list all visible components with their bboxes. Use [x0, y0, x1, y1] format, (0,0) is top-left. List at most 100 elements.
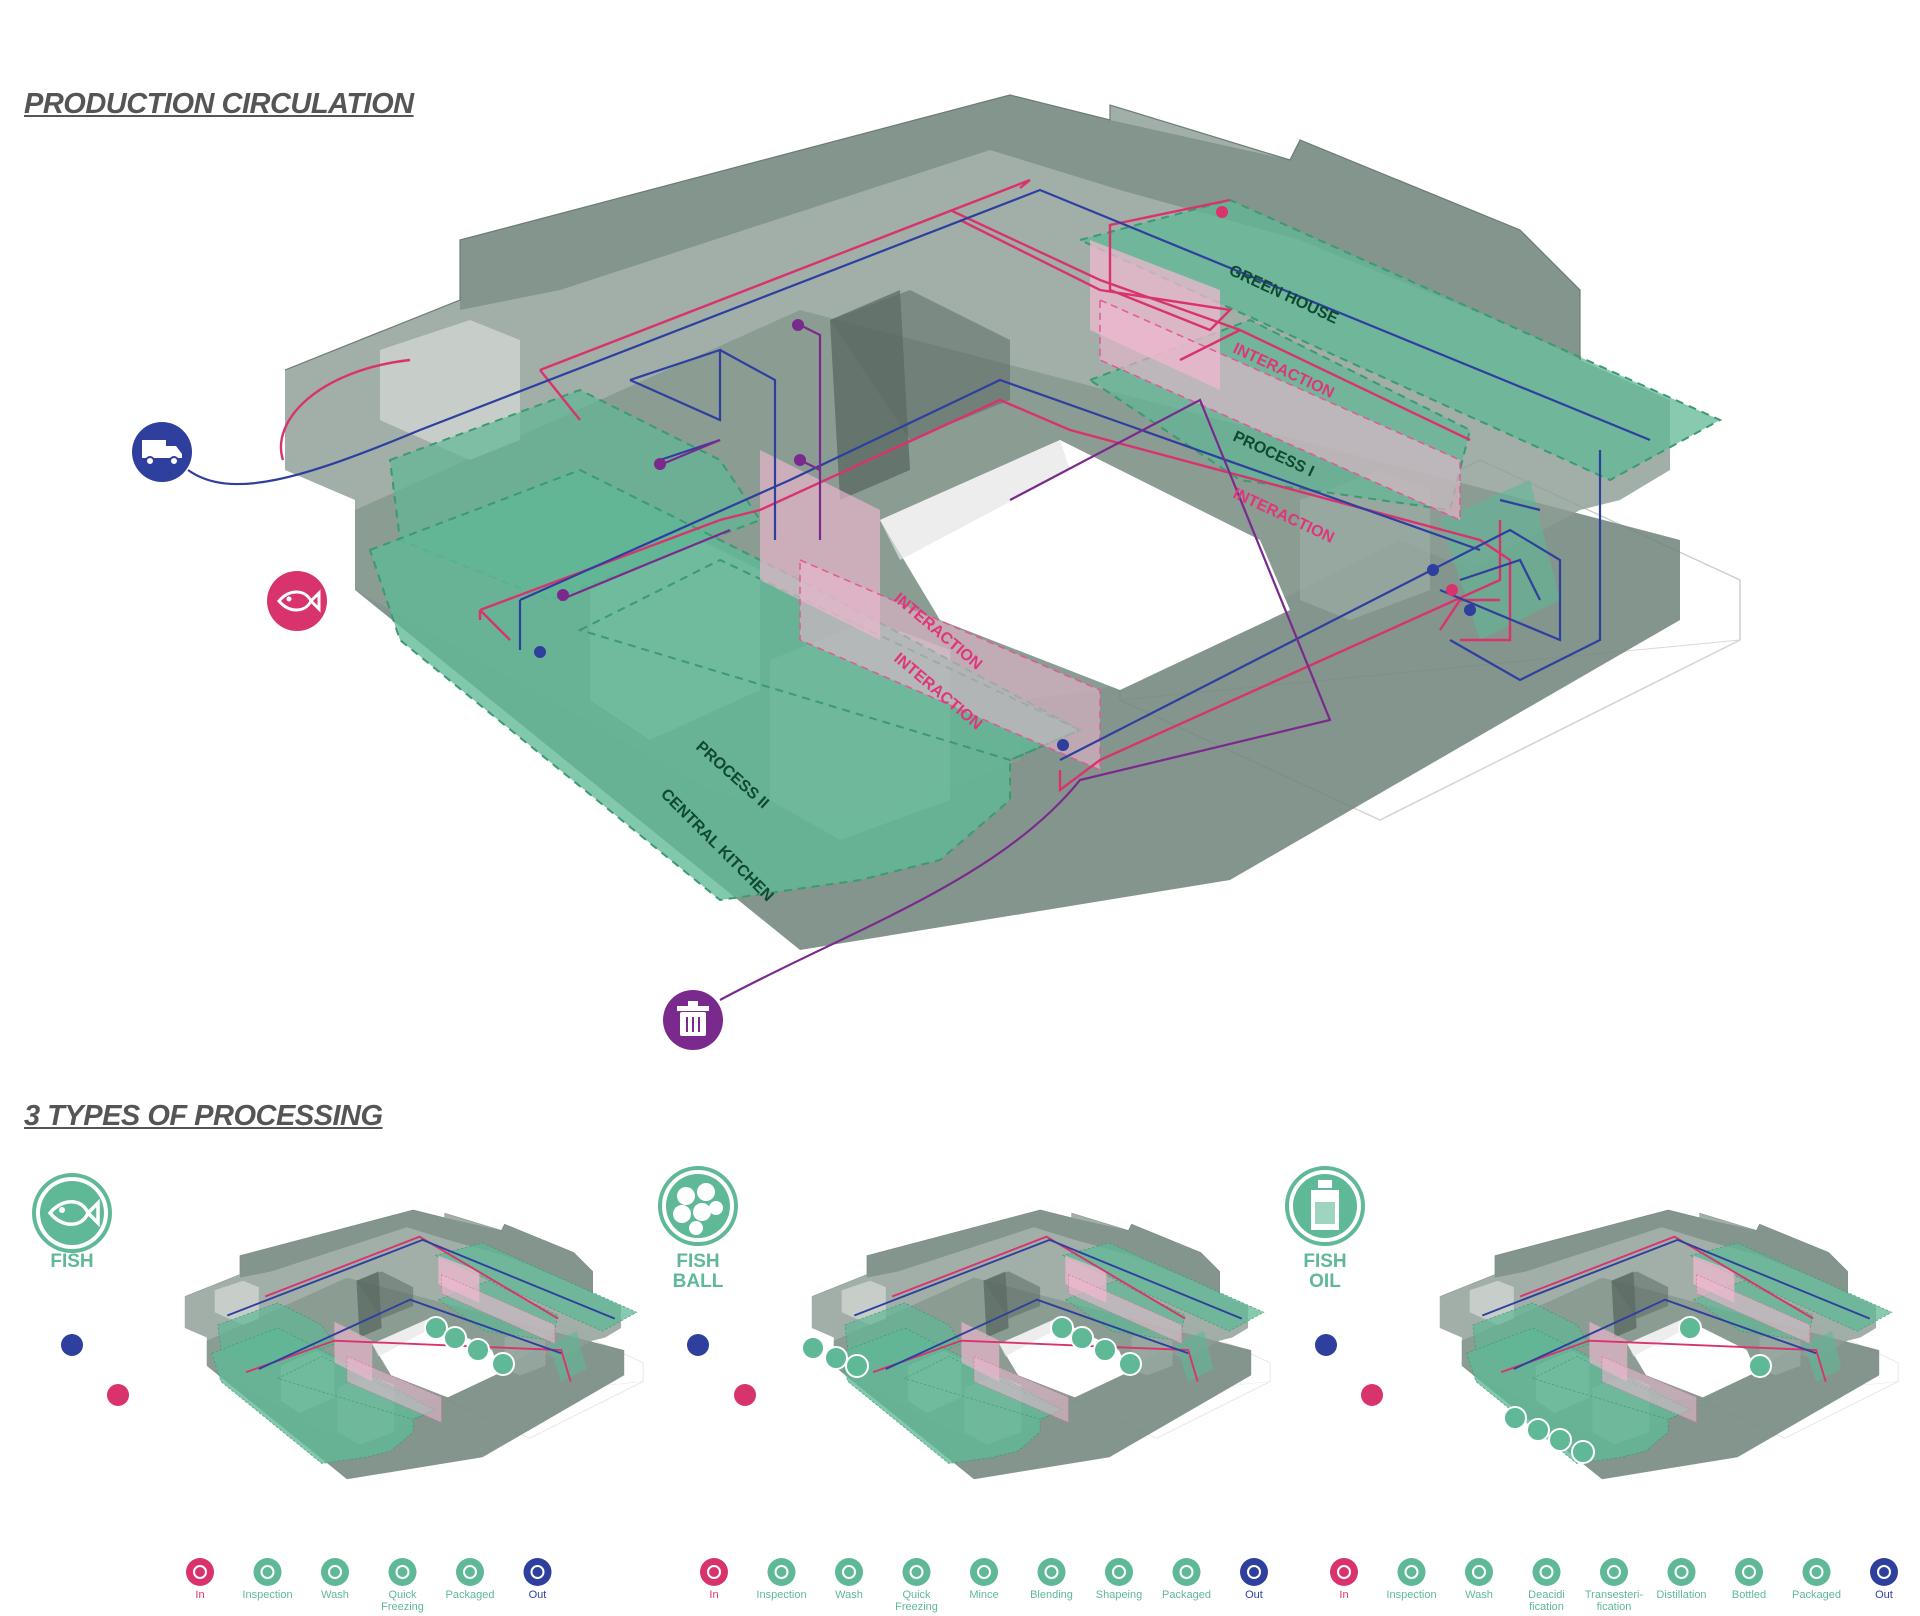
- inspection-icon-glyph: [1404, 1565, 1419, 1579]
- snowflake-icon-glyph: [395, 1565, 410, 1579]
- legend-label: Packaged: [1792, 1589, 1841, 1601]
- fish-flow-routes: [279, 178, 1512, 793]
- legend-label: Out: [1245, 1589, 1263, 1601]
- processing-type-label: FISH: [50, 1251, 94, 1272]
- bottle-icon: [1735, 1558, 1763, 1586]
- inspection-icon-glyph: [774, 1565, 789, 1579]
- legend-label: Out: [528, 1589, 547, 1601]
- legend-label: Packaged: [1162, 1589, 1211, 1601]
- legend-label: Inspection: [756, 1589, 807, 1601]
- processing-type-label: FISH: [1303, 1251, 1347, 1272]
- package-icon: [1802, 1558, 1831, 1586]
- mince-icon-glyph: [977, 1565, 991, 1579]
- inspection-icon: [253, 1558, 282, 1586]
- fish-icon: [700, 1558, 728, 1586]
- legend-label: Distillation: [1656, 1589, 1707, 1601]
- legend-label: Wash: [321, 1589, 349, 1601]
- mini-diagram-fish-oil: [1439, 1209, 1899, 1480]
- fish-icon: [1330, 1558, 1358, 1586]
- bottle-icon: [1285, 1166, 1365, 1246]
- truck-icon-glyph: [1877, 1565, 1891, 1579]
- legend-label: Inspection: [1386, 1589, 1437, 1601]
- fish-icon-glyph: [707, 1565, 721, 1579]
- shower-icon: [835, 1558, 863, 1586]
- truck-icon: [132, 422, 192, 482]
- legend-label: In: [195, 1589, 205, 1601]
- reactor-icon-glyph: [1607, 1565, 1621, 1579]
- shower-icon-glyph: [328, 1565, 342, 1579]
- main-building: [284, 94, 1741, 951]
- truck-icon-glyph: [530, 1565, 545, 1579]
- package-icon: [1172, 1558, 1201, 1586]
- package-icon-glyph: [463, 1565, 477, 1579]
- package-icon-glyph: [1809, 1565, 1824, 1579]
- shower-icon-glyph: [1472, 1565, 1486, 1579]
- processing-type-fish-oil: FISH OIL: [1295, 1252, 1355, 1292]
- fish-icon: [1361, 1384, 1383, 1406]
- mini-step-markers: [424, 1316, 1772, 1464]
- waste-flow-routes: [559, 324, 1332, 1001]
- bottle-icon-glyph: [1742, 1565, 1756, 1579]
- processing-type-fish: FISH: [42, 1252, 102, 1272]
- mince-icon: [970, 1558, 998, 1586]
- processing-type-sublabel: OIL: [1309, 1271, 1341, 1292]
- blender-icon-glyph: [1044, 1565, 1059, 1579]
- legend-label: Mince: [969, 1589, 999, 1601]
- legend-label: Out: [1875, 1589, 1893, 1601]
- mini-endpoints: [61, 1334, 1383, 1406]
- balls-icon-glyph: [1112, 1565, 1126, 1579]
- legend-label: Transesteri- fication: [1584, 1589, 1644, 1613]
- still-icon-glyph: [1674, 1565, 1689, 1579]
- snowflake-icon: [902, 1558, 931, 1586]
- inspection-icon: [1397, 1558, 1426, 1586]
- truck-icon: [523, 1558, 552, 1586]
- shower-icon: [1465, 1558, 1493, 1586]
- fish-icon: [186, 1558, 214, 1586]
- processing-type-fish-ball: FISH BALL: [668, 1252, 728, 1292]
- truck-icon: [687, 1334, 709, 1356]
- package-icon-glyph: [1179, 1565, 1194, 1579]
- balls-icon: [1105, 1558, 1133, 1586]
- fish-ball-icon: [658, 1166, 738, 1246]
- truck-flow-routes: [187, 188, 1651, 761]
- fish-icon-glyph: [193, 1565, 207, 1579]
- heading-processing-types: 3 TYPES OF PROCESSING: [24, 1100, 383, 1132]
- processing-type-sublabel: BALL: [672, 1271, 724, 1292]
- legend-row-fish-ball: [700, 1558, 1268, 1586]
- legend-row-fish-oil: [1330, 1558, 1898, 1586]
- legend-label: Wash: [835, 1589, 863, 1601]
- truck-icon-glyph: [1247, 1565, 1261, 1579]
- mini-diagram-fish: [184, 1209, 644, 1480]
- tank-icon-glyph: [1539, 1565, 1554, 1579]
- route-points: [534, 206, 1476, 751]
- truck-icon: [1315, 1334, 1337, 1356]
- legend-row-fish: [186, 1558, 552, 1586]
- processing-type-label: FISH: [676, 1251, 720, 1272]
- legend-label: Blending: [1030, 1589, 1073, 1601]
- fish-icon: [107, 1384, 129, 1406]
- fish-icon: [32, 1173, 112, 1253]
- legend-label: Quick Freezing: [895, 1589, 938, 1613]
- blender-icon: [1037, 1558, 1066, 1586]
- legend-label: Quick Freezing: [381, 1589, 424, 1613]
- legend-label: Shapeing: [1095, 1589, 1143, 1601]
- legend-label: Packaged: [445, 1589, 495, 1601]
- snowflake-icon-glyph: [909, 1565, 924, 1579]
- reactor-icon: [1600, 1558, 1628, 1586]
- fish-icon: [734, 1384, 756, 1406]
- legend-label: Bottled: [1731, 1589, 1767, 1601]
- inspection-icon: [767, 1558, 796, 1586]
- truck-icon: [1870, 1558, 1898, 1586]
- trash-icon: [663, 990, 723, 1050]
- snowflake-icon: [388, 1558, 417, 1586]
- legend-label: In: [709, 1589, 719, 1601]
- inspection-icon-glyph: [260, 1565, 275, 1579]
- mini-diagram-fish-ball: [811, 1209, 1271, 1480]
- tank-icon: [1532, 1558, 1561, 1586]
- still-icon: [1667, 1558, 1696, 1586]
- shower-icon-glyph: [842, 1565, 856, 1579]
- truck-icon: [61, 1334, 83, 1356]
- legend-label: Deacidi fication: [1528, 1589, 1565, 1613]
- package-icon: [456, 1558, 484, 1586]
